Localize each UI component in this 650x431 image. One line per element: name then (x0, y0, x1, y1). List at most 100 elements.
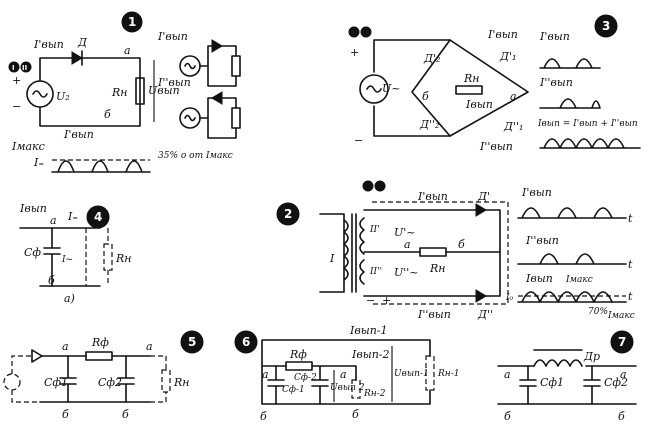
p4-i-ac: I~ (61, 255, 73, 265)
p5-source-wires (11, 355, 40, 403)
p4-node-a: а (50, 214, 57, 227)
side-diode-2 (211, 91, 223, 105)
mark-II-label: II (22, 64, 27, 72)
p2-primary-coil (343, 219, 349, 281)
p3-i-out1: I'вып (487, 28, 518, 41)
p3-load-label: Rн (463, 72, 480, 85)
p3-graph3 (539, 138, 641, 149)
p6-outer-wires (261, 339, 431, 405)
panel-6-number: 6 (242, 335, 250, 349)
p2-wires (363, 209, 501, 297)
side-diode-1 (211, 39, 223, 53)
p2-graph2-label: I''вып (525, 234, 559, 247)
panel-7-number: 7 (618, 335, 626, 349)
mark-II (20, 61, 32, 73)
p2-graph1-label: I'вып (521, 186, 552, 199)
p4-sub-label: а) (64, 292, 75, 305)
side-load-2 (231, 107, 241, 129)
p2-mark-I (362, 180, 374, 192)
side-i1-label: I'вып (157, 30, 188, 43)
p3-graph1-label: I'вып (539, 30, 570, 43)
p2-core (351, 213, 357, 293)
p3-u-label: U~ (382, 82, 401, 95)
mark-I-label: I (12, 64, 15, 72)
p6-c2 (311, 365, 329, 405)
p2-secondary-coil (359, 217, 365, 285)
p2-u1-label: U'~ (394, 226, 416, 239)
p6-u2-label: Uвып 2 (330, 383, 365, 393)
p6-res-label: Rф (289, 348, 307, 361)
panel-2-full-wave: 2 I II' II'' Rн а б U'~ U''~ I'вып I''вы… (276, 180, 635, 321)
p2-d1-label: Д' (477, 190, 490, 203)
p6-load1 (425, 355, 435, 391)
p2-graph1 (517, 207, 627, 219)
sine-icon (32, 90, 48, 98)
node-b-label: б (104, 108, 111, 121)
p3-i-out: Iвып (465, 98, 493, 111)
panel-3-bridge: 3 U~ Rн Д'₂ Д''₂ Д'₁ Д''₁ I'вып I''вып I… (348, 14, 641, 153)
panel-7-lc-filter: 7 Др Cф1 Cф2 а а б б (497, 330, 637, 423)
p2-i-out1: I'вып (417, 190, 448, 203)
i-dc-label: I₌ (33, 156, 44, 169)
p6-c1 (267, 365, 285, 405)
p5-wires (39, 355, 151, 403)
out-voltage-label: Uвып (148, 84, 180, 97)
p6-node-a2: а (340, 368, 347, 381)
panel-4-capacitor-filter: 4 Iвып I₌ Cф I~ Rн а б а) (19, 202, 132, 305)
p2-plus: + (382, 294, 391, 307)
p2-node-b: б (458, 238, 465, 251)
p6-inner-wires (261, 365, 357, 381)
p7-node-a2: а (620, 368, 627, 381)
p3-mark-II (360, 26, 372, 38)
p6-load2 (351, 379, 361, 399)
p5-node-b1: б (62, 408, 69, 421)
minus-sign: − (12, 100, 21, 113)
panel-1-half-wave: 1 I II + − Д I'вып U₂ Rн а б Uвып I'вып … (8, 11, 241, 173)
side-load-1 (231, 55, 241, 77)
ac-source-icon (26, 80, 54, 108)
p2-graph3-label: Iвып (525, 272, 553, 285)
panel-7-number-badge (610, 330, 634, 354)
p3-source-wires (373, 39, 451, 137)
p6-load1-label: Rн-1 (437, 369, 459, 379)
d1pp-label: Д''₁ (503, 120, 523, 133)
p3-minus: − (354, 134, 363, 147)
panel-3-number-badge (594, 14, 618, 38)
panel-1-number-badge (121, 11, 143, 33)
p5-resistor (85, 351, 113, 361)
p2-load (419, 247, 447, 257)
panel-1-number: 1 (128, 15, 136, 29)
p6-load2-label: Rн-2 (363, 389, 386, 399)
p5-node-b2: б (122, 408, 129, 421)
p7-choke-label: Др (583, 350, 600, 363)
p5-c2-label: Cф2 (98, 376, 122, 389)
bridge-diamond (411, 39, 529, 137)
i-max-label: Iмакс (11, 140, 45, 153)
p7-c2-label: Cф2 (604, 376, 628, 389)
p5-c2 (117, 355, 135, 403)
panel-3-number: 3 (602, 19, 610, 33)
p7-c1-label: Cф1 (540, 376, 564, 389)
p4-dashed (85, 228, 109, 286)
p4-load (103, 243, 113, 271)
panel-2-number-badge (276, 202, 300, 226)
panel-5-number-badge (180, 330, 204, 354)
p3-sine-icon (366, 85, 382, 93)
panel-6-two-output-filter: 6 Iвып-1 Rф Iвып-2 Cф-2 Cф-1 Uвып 2 Rн-2… (234, 324, 459, 423)
p5-node-a2: а (146, 340, 153, 353)
p5-node-a1: а (62, 340, 69, 353)
p7-choke (533, 349, 583, 367)
p4-wires (19, 227, 101, 287)
p2-t3: t (628, 290, 633, 303)
panel-2-number: 2 (284, 207, 292, 221)
ripple-note: 35% о от Iмакс (158, 151, 233, 161)
p2-i-out2: I''вып (417, 308, 451, 321)
p2-graph3-max: Iмакс (565, 275, 593, 285)
p4-capacitor (43, 227, 61, 287)
p2-sec1-label: II' (369, 225, 380, 235)
p6-i-out1: Iвып-1 (349, 324, 388, 337)
p3-node-b: б (422, 90, 429, 103)
p5-diode (31, 349, 43, 363)
p2-load-label: Rн (429, 262, 446, 275)
